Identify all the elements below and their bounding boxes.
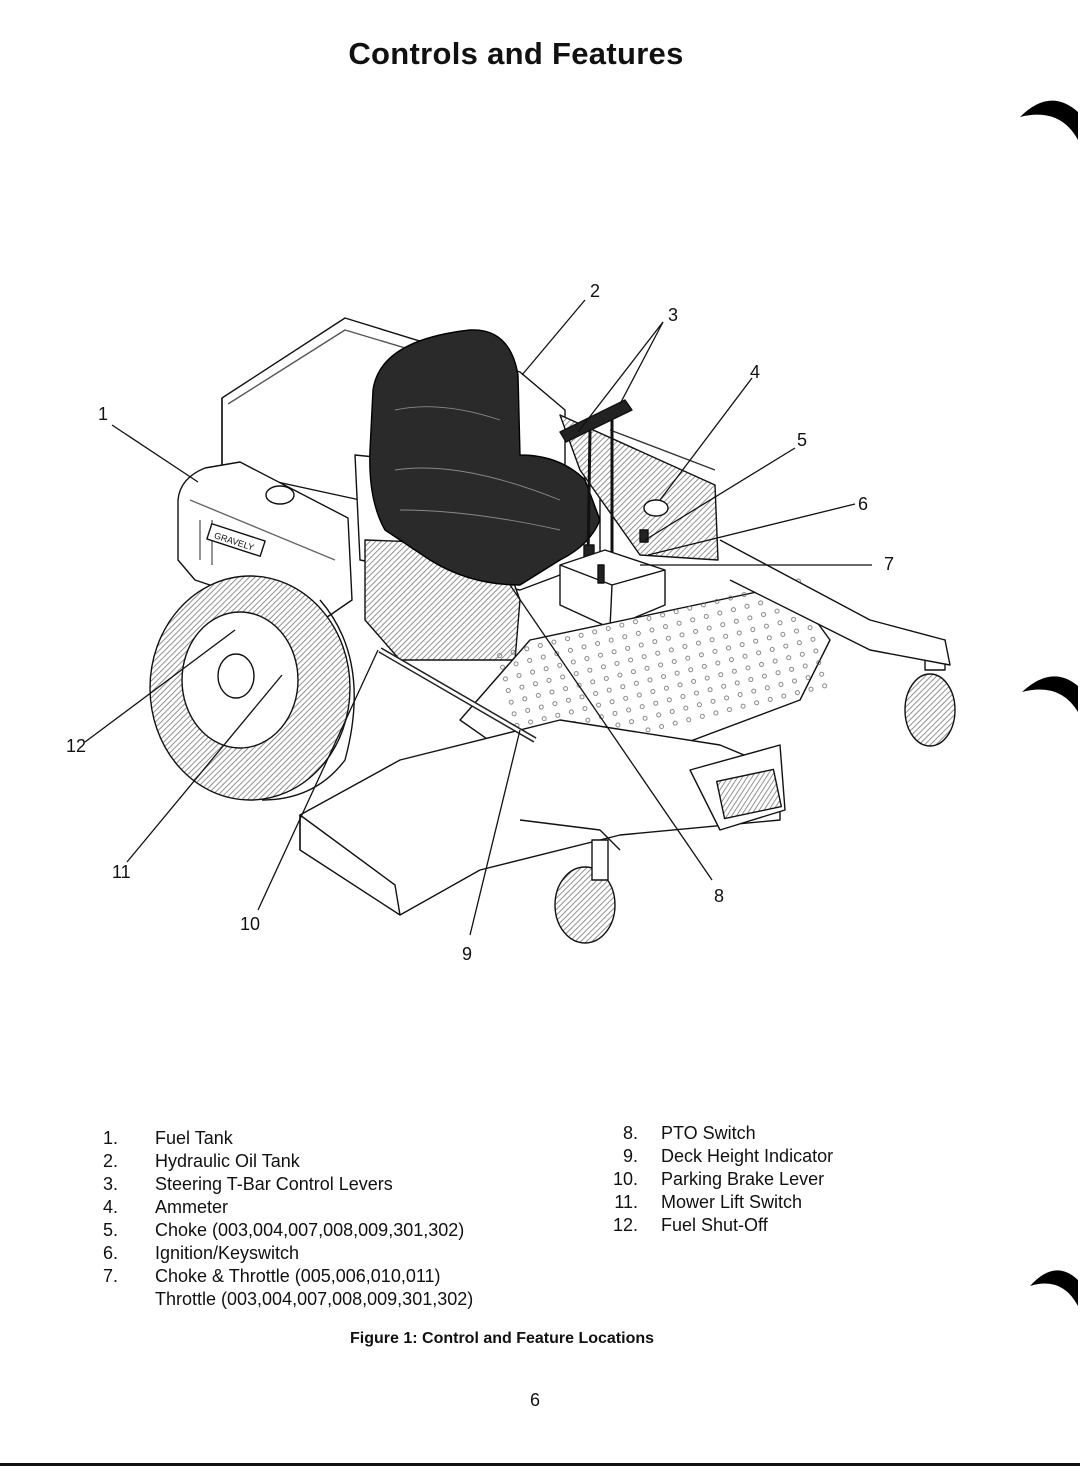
legend-item: 11.Mower Lift Switch [614, 1192, 803, 1212]
right-fender [559, 414, 719, 561]
callout-9: 9 [462, 944, 473, 964]
legend-item: 6.Ignition/Keyswitch [103, 1243, 300, 1263]
callout-3: 3 [668, 305, 679, 325]
legend-item: 9.Deck Height Indicator [622, 1146, 834, 1166]
callout-4: 4 [750, 362, 761, 382]
callout-6: 6 [858, 494, 869, 514]
mower-deck [299, 719, 781, 916]
binder-mark-icon [1020, 100, 1078, 140]
legend-item: 2.Hydraulic Oil Tank [103, 1151, 300, 1171]
legend-item-continuation: Throttle (003,004,007,008,009,301,302) [155, 1289, 474, 1309]
legend-item: 12.Fuel Shut-Off [612, 1215, 768, 1235]
callout-10: 10 [240, 914, 261, 934]
legend-item: 10.Parking Brake Lever [612, 1169, 825, 1189]
callout-8: 8 [714, 886, 725, 906]
callout-1: 1 [98, 404, 109, 424]
page-title: Controls and Features [348, 36, 684, 71]
legend-item: 8.PTO Switch [622, 1123, 756, 1143]
legend-right: 8.PTO Switch 9.Deck Height Indicator 10.… [580, 1122, 833, 1237]
operator-seat [369, 329, 601, 586]
callout-11: 11 [112, 862, 131, 882]
legend-item: 1.Fuel Tank [103, 1128, 233, 1148]
legend-left: 1.Fuel Tank 2.Hydraulic Oil Tank 3.Steer… [103, 1127, 473, 1311]
callout-12: 12 [66, 736, 87, 756]
callout-5: 5 [797, 430, 808, 450]
page-number: 6 [530, 1390, 541, 1410]
legend-item: 3.Steering T-Bar Control Levers [103, 1174, 393, 1194]
figure-caption: Figure 1: Control and Feature Locations [350, 1330, 655, 1347]
callout-2: 2 [590, 281, 601, 301]
legend-item: 7.Choke & Throttle (005,006,010,011) [103, 1266, 441, 1286]
binder-mark-icon [1030, 1270, 1078, 1306]
binder-mark-icon [1022, 676, 1078, 712]
legend-item: 5.Choke (003,004,007,008,009,301,302) [103, 1220, 465, 1240]
legend-item: 4.Ammeter [103, 1197, 229, 1217]
callout-7: 7 [884, 554, 895, 574]
front-caster-left [554, 839, 616, 944]
bottom-rule [0, 1463, 1080, 1466]
